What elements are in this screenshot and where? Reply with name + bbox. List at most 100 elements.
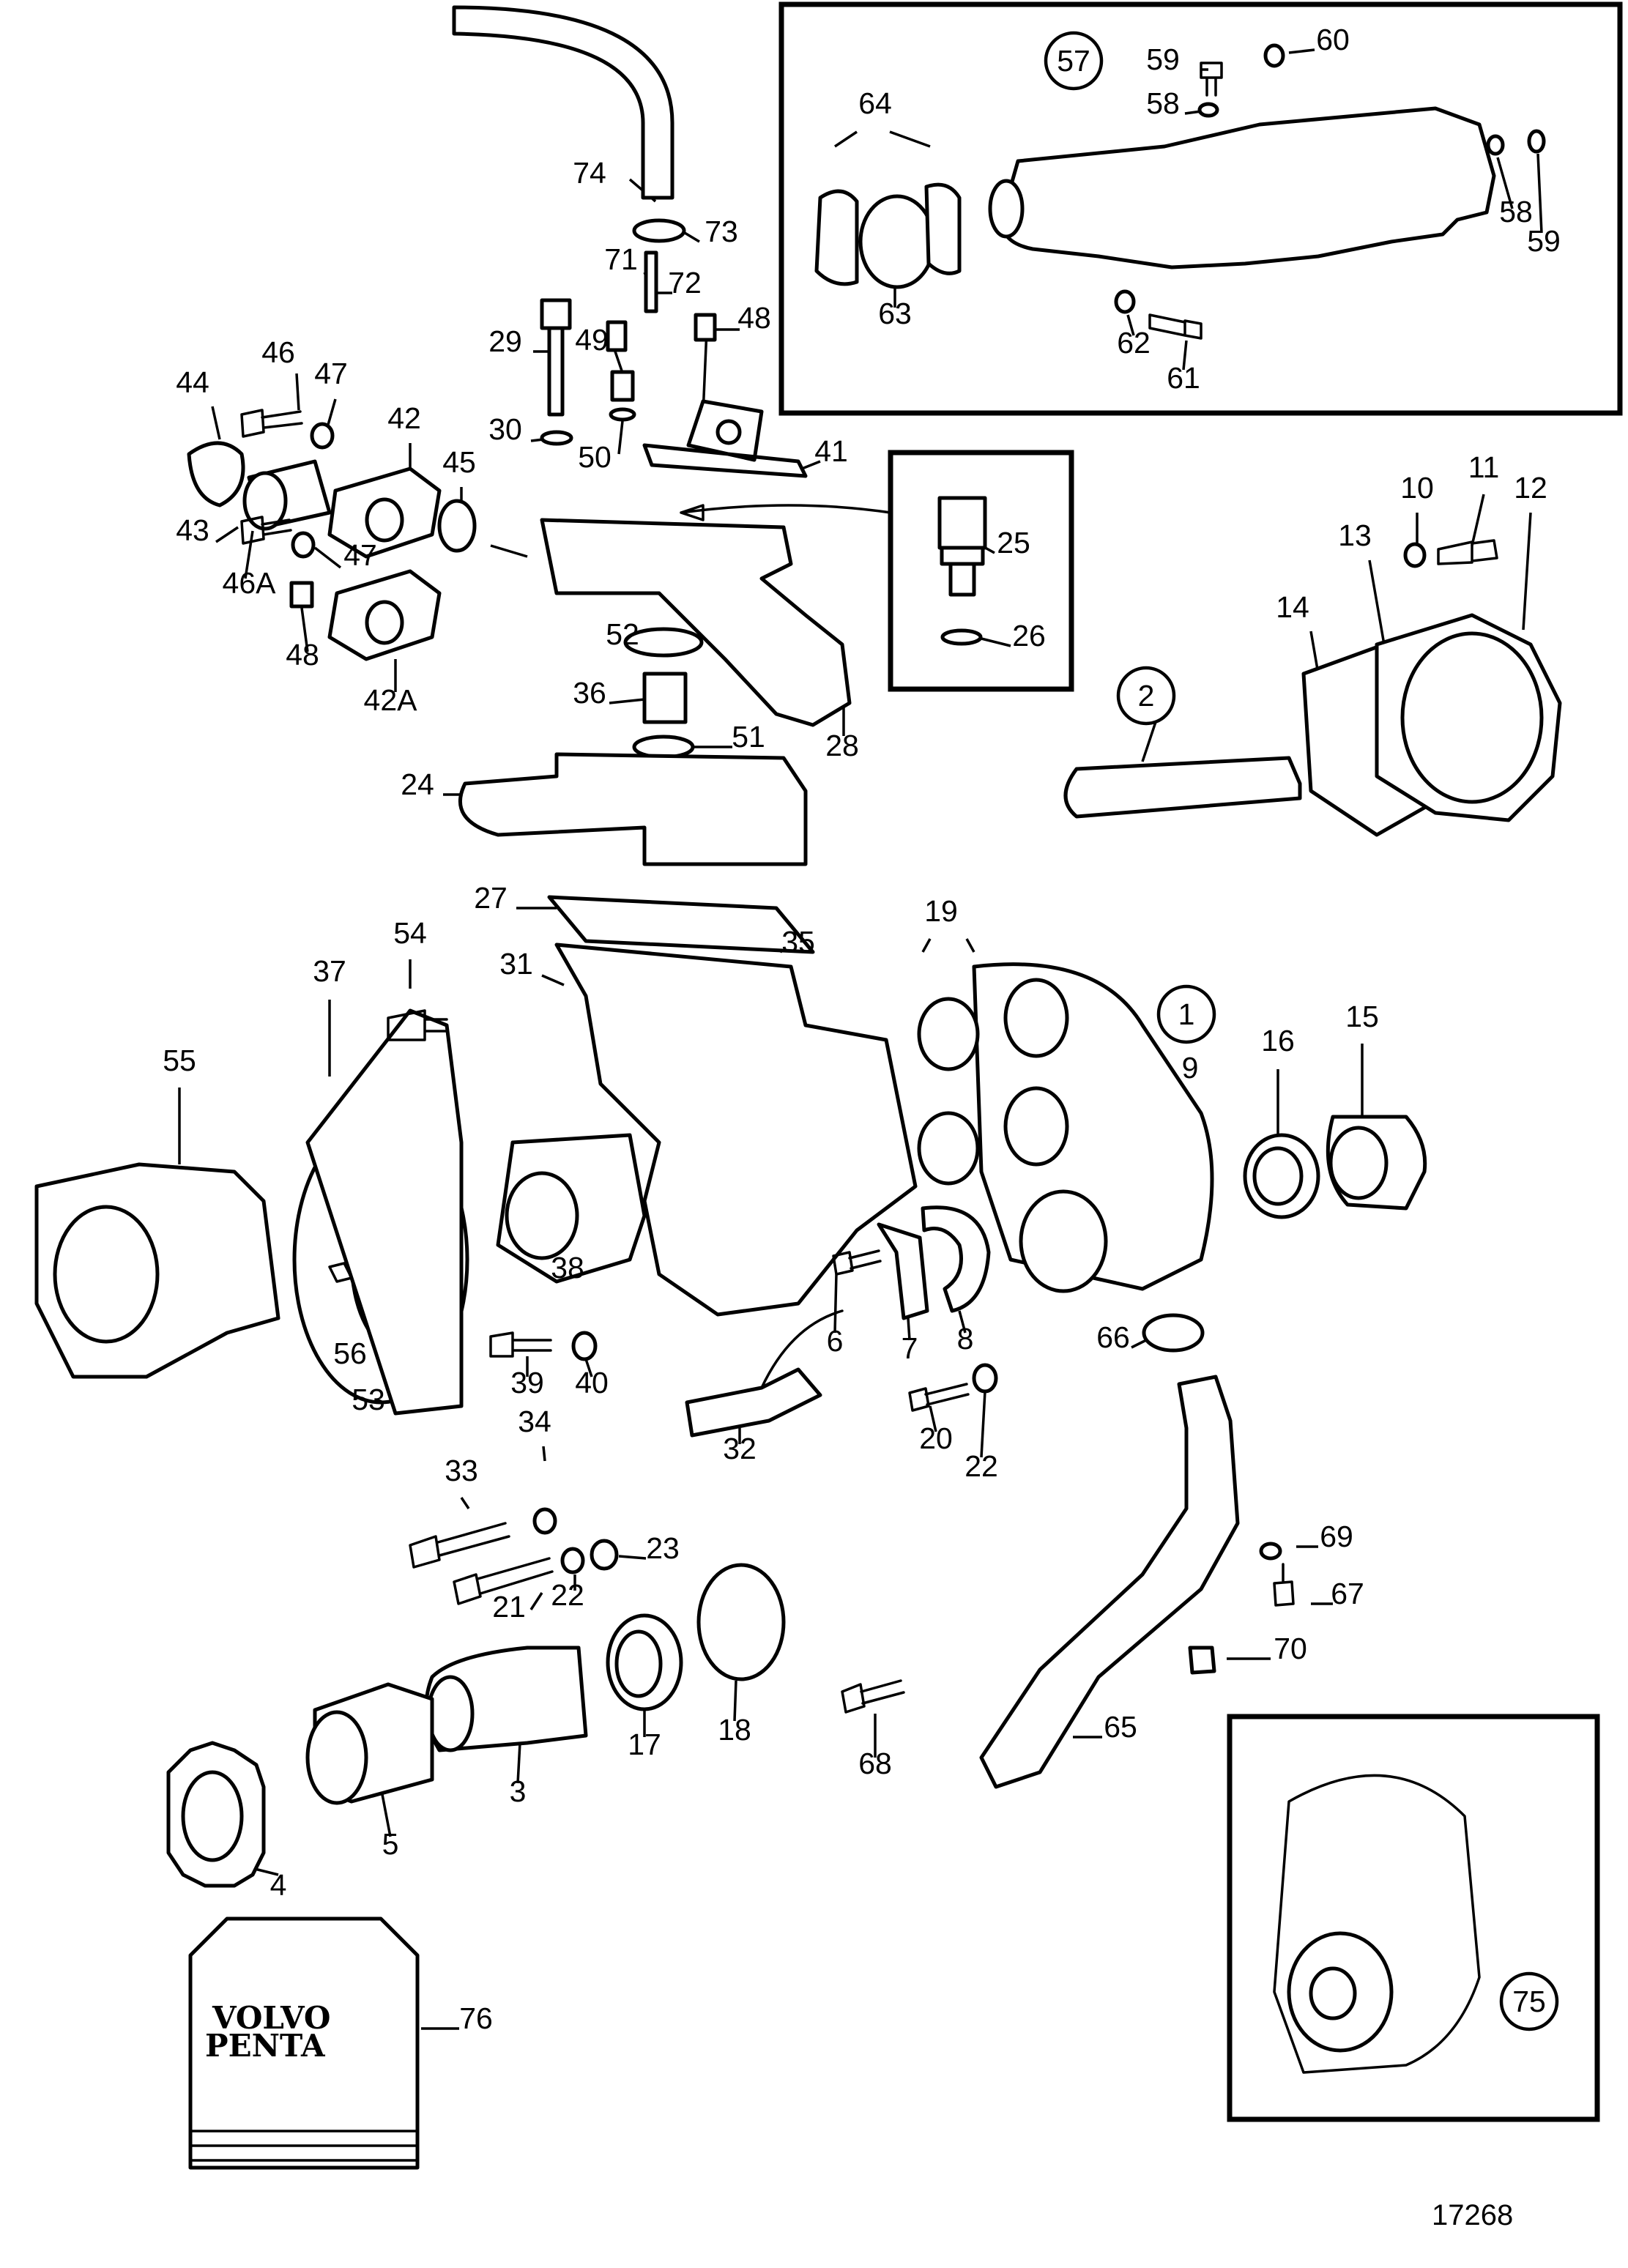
- water-pump-38-hub: [505, 1171, 579, 1260]
- callout-75: 75: [1512, 1985, 1546, 2018]
- callout-42: 42: [387, 401, 421, 435]
- leader-line: [1496, 157, 1514, 209]
- washer-22-lower-shape: [560, 1547, 585, 1574]
- callout-60: 60: [1316, 23, 1350, 56]
- leader-line: [327, 398, 337, 425]
- leader-line: [541, 974, 565, 986]
- ring-19-lower: [917, 1111, 980, 1186]
- leader-line: [244, 530, 254, 579]
- seal-16-inner: [1252, 1146, 1304, 1206]
- flange-42A-port: [365, 600, 404, 645]
- callout-25: 25: [997, 526, 1030, 559]
- thermostat-36-shape: [642, 672, 688, 724]
- leader-line: [1182, 340, 1188, 371]
- callout-24: 24: [401, 767, 434, 801]
- washer-50-shape: [609, 407, 636, 422]
- leader-line: [1368, 559, 1386, 645]
- arrow-to-manifold: [680, 504, 892, 521]
- seal-52-shape: [623, 627, 704, 658]
- connector-43-end: [242, 471, 288, 531]
- callout-47: 47: [314, 357, 348, 390]
- callout-50: 50: [578, 440, 612, 474]
- manual-76-shape: [188, 1916, 420, 2170]
- callout-71: 71: [604, 242, 638, 276]
- clamp-73-shape: [632, 218, 686, 243]
- manifold-57-outlet: [988, 179, 1025, 239]
- leader-line: [1288, 48, 1315, 54]
- washer-10-shape: [1403, 542, 1427, 568]
- callout-19: 19: [924, 894, 958, 928]
- callout-32: 32: [723, 1432, 757, 1465]
- callout-2: 2: [1138, 679, 1155, 713]
- seal-17-inner: [614, 1629, 663, 1698]
- callout-8: 8: [957, 1322, 974, 1356]
- bolt-29-head-shape: [540, 298, 572, 330]
- bolt-56-shape: [328, 1262, 353, 1283]
- cover-9-port-lower: [1003, 1086, 1069, 1167]
- callout-21: 21: [492, 1590, 526, 1624]
- callout-circle-75: [1499, 1971, 1559, 2031]
- callout-54: 54: [393, 916, 427, 950]
- callout-42A: 42A: [364, 683, 418, 717]
- callout-61: 61: [1167, 361, 1200, 395]
- seal-66-shape: [1142, 1313, 1205, 1353]
- leader-line: [379, 1786, 392, 1837]
- housing-24-shape: [458, 752, 808, 866]
- callout-66: 66: [1096, 1320, 1130, 1354]
- bolt-21-shape: [453, 1557, 554, 1605]
- callout-23: 23: [646, 1531, 680, 1565]
- callout-63: 63: [878, 297, 912, 330]
- callout-56: 56: [333, 1336, 367, 1370]
- leader-line: [833, 1274, 838, 1334]
- washer-62-shape: [1114, 289, 1136, 314]
- arrow-32: [760, 1309, 844, 1389]
- logo-line-2: PENTA: [205, 2028, 326, 2064]
- bearing-5-end: [305, 1710, 368, 1805]
- callout-4: 4: [270, 1868, 287, 1902]
- washer-26-shape: [940, 628, 983, 646]
- callout-58: 58: [1499, 195, 1533, 228]
- leader-line: [300, 607, 309, 652]
- callout-35: 35: [781, 925, 815, 959]
- callout-29: 29: [488, 324, 522, 358]
- fitting-72-shape: [644, 250, 658, 313]
- washer-23-shape: [590, 1539, 619, 1571]
- callout-52: 52: [606, 617, 639, 651]
- sealant-tube-32-shape: [685, 1367, 822, 1438]
- leader-line: [929, 1405, 937, 1432]
- bolt-46-shape: [240, 409, 303, 438]
- callout-59: 59: [1146, 42, 1180, 76]
- callout-73: 73: [705, 215, 738, 248]
- bolt-33-shape: [409, 1522, 510, 1569]
- ring-18-shape: [696, 1563, 786, 1681]
- leader-line: [801, 460, 821, 470]
- callout-circle-1: [1156, 984, 1216, 1044]
- sender-25-body: [937, 496, 987, 550]
- bolt-46A-shape: [240, 516, 292, 545]
- leader-line: [516, 1742, 521, 1784]
- plug-70-shape: [1188, 1646, 1216, 1675]
- bracket-41-hole: [715, 419, 742, 445]
- callout-65: 65: [1104, 1710, 1137, 1744]
- washer-69-shape: [1259, 1542, 1282, 1561]
- cover-9-port-upper: [1003, 978, 1069, 1058]
- leader-line: [1131, 1339, 1147, 1349]
- hose-74-shape: [452, 5, 674, 200]
- logo-line-1: VOLVO: [212, 2000, 330, 2036]
- leader-line: [1522, 512, 1532, 631]
- leader-line: [313, 546, 342, 569]
- callout-22: 22: [551, 1578, 584, 1612]
- callout-48: 48: [286, 638, 319, 672]
- callout-67: 67: [1331, 1577, 1364, 1610]
- cover-55-port: [53, 1205, 160, 1344]
- callout-38: 38: [551, 1251, 584, 1284]
- leader-line: [542, 1446, 546, 1462]
- ring-19-upper: [917, 997, 980, 1071]
- callout-68: 68: [858, 1747, 892, 1780]
- inset-box-temperature-sender: [888, 450, 1074, 692]
- leader-line: [295, 373, 300, 411]
- leader-line: [211, 406, 221, 440]
- callout-58: 58: [1146, 86, 1180, 120]
- bolt-54-shape: [387, 1009, 448, 1041]
- callout-53: 53: [352, 1383, 385, 1416]
